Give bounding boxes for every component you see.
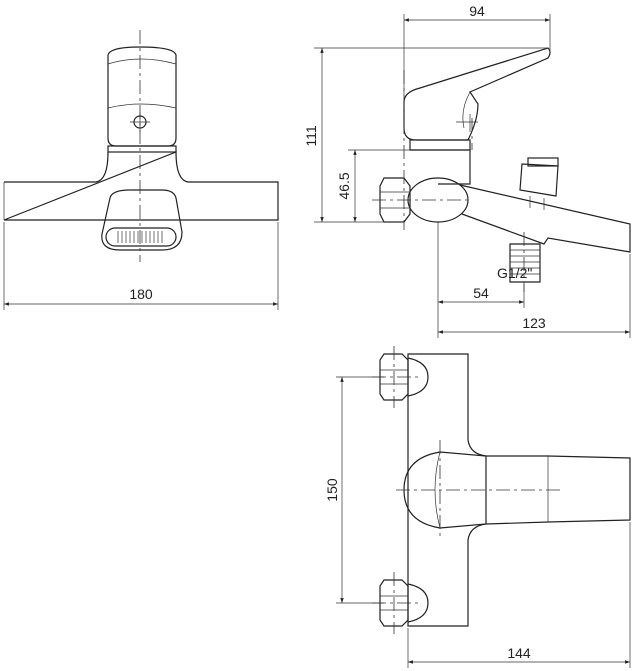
aerator bbox=[105, 227, 177, 247]
front-body bbox=[3, 151, 279, 221]
dim-outlet-height: 46.5 bbox=[336, 172, 352, 199]
side-spout bbox=[459, 184, 631, 253]
dim-top-depth: 144 bbox=[507, 645, 531, 661]
dim-side-depth: 94 bbox=[469, 3, 485, 19]
dim-side-height: 111 bbox=[303, 125, 319, 146]
dim-front-width: 180 bbox=[129, 286, 153, 302]
diverter-knob bbox=[519, 163, 559, 197]
side-lever bbox=[403, 47, 551, 141]
shower-outlet bbox=[509, 243, 541, 283]
dim-spout-reach: 123 bbox=[522, 315, 546, 331]
top-upper-nut bbox=[379, 353, 409, 401]
front-handle bbox=[107, 46, 177, 147]
front-spout bbox=[101, 189, 183, 251]
side-body bbox=[410, 149, 471, 185]
front-view: 180 bbox=[3, 30, 279, 310]
dim-outlet-reach: 54 bbox=[473, 285, 489, 301]
top-body bbox=[407, 353, 631, 627]
side-view: G1/2" 94 111 46.5 54 123 bbox=[303, 3, 631, 338]
thread-label: G1/2" bbox=[497, 265, 532, 281]
top-lower-nut bbox=[379, 579, 409, 627]
top-view: 150 144 bbox=[324, 346, 631, 668]
dim-inlet-centers: 150 bbox=[324, 478, 340, 502]
